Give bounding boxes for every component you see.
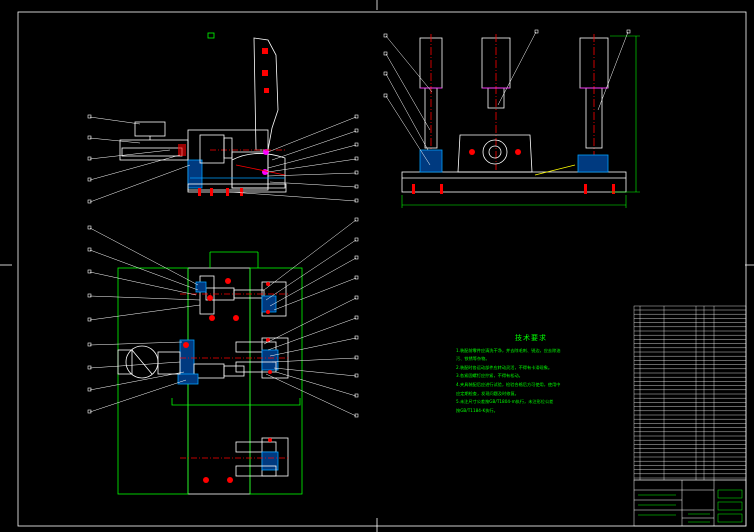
front-view [119,32,287,196]
top-view-balloons [87,217,359,418]
technical-requirements-title: 技术要求 [515,334,547,342]
parts-list [633,305,747,481]
requirement-line: 4.夹具装配后应进行试验，检验合格后方可使用，使用中 [456,381,561,387]
requirement-line: 1.装配前零件应清洗干净，并去除毛刺、锐边，应去除油 [456,347,561,353]
front-view-leaders [89,116,357,203]
requirement-line: 3.各紧固螺钉应拧紧，不得有松动。 [456,373,523,379]
top-view [117,251,303,495]
side-view-leaders [385,31,629,166]
technical-requirements: 技术要求 1.装配前零件应清洗干净，并去除毛刺、锐边，应去除油 污、铁锈等杂物。… [456,334,606,415]
requirement-line: 应定期检查，发现问题及时修复。 [456,390,519,396]
side-view-balloons [383,29,631,98]
requirement-line: 2.装配时各运动部件应转动灵活，不得有卡滞现象。 [456,364,553,370]
requirement-line: 5.未注尺寸公差按GB/T1804-m执行，未注形位公差 [456,399,554,405]
requirement-line: 污、铁锈等杂物。 [456,356,490,362]
requirement-line: 按GB/T1184-K执行。 [456,407,498,413]
side-view [401,34,627,194]
title-block [633,479,747,527]
top-view-leaders [89,219,357,417]
front-view-balloons [87,114,359,204]
side-view-dimensions [401,35,640,208]
